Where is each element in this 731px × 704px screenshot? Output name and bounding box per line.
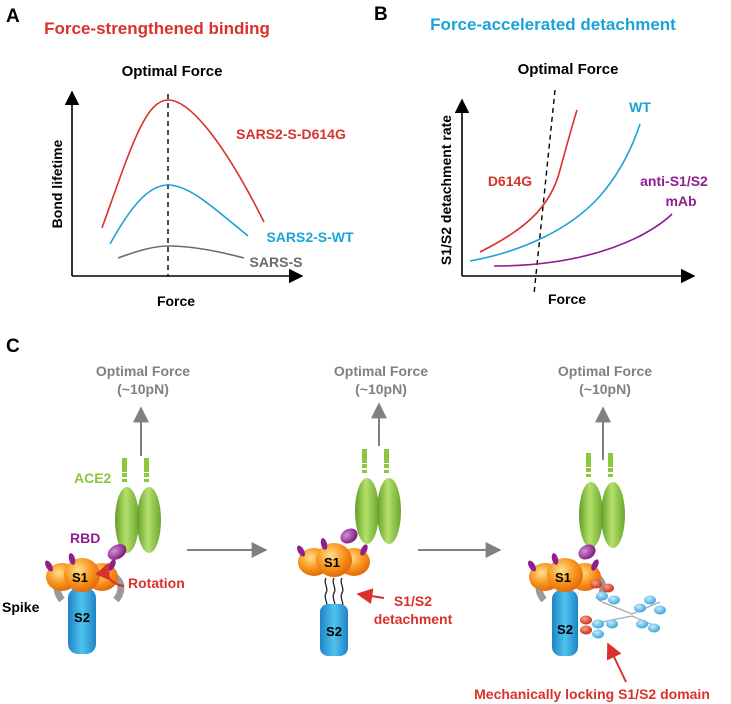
panel-b-title: Force-accelerated detachment bbox=[430, 15, 676, 34]
panel-c: C Optimal Force (~10pN) Optimal Force (~… bbox=[2, 336, 710, 702]
s2-label-2: S2 bbox=[326, 624, 342, 639]
series-curve-mab-b bbox=[493, 213, 673, 267]
panel-b-xlabel: Force bbox=[548, 291, 586, 307]
detachment-label-line1: S1/S2 bbox=[394, 593, 432, 609]
series-label-d614g-b: D614G bbox=[488, 173, 532, 189]
detachment-arrow bbox=[356, 588, 385, 605]
force-label-2-line2: (~10pN) bbox=[355, 381, 407, 397]
panel-b-optimal-force-line bbox=[533, 89, 556, 295]
spike-label: Spike bbox=[2, 599, 40, 615]
s2-stalk-1 bbox=[68, 588, 96, 654]
panel-a-letter: A bbox=[6, 6, 20, 27]
panel-a-xlabel: Force bbox=[157, 293, 195, 309]
s1-label-1: S1 bbox=[72, 570, 88, 585]
series-label-d614g-a: SARS2-S-D614G bbox=[236, 126, 346, 142]
rotation-label: Rotation bbox=[128, 575, 185, 591]
stage-2-complex: S1 S2 S1/S2 detachment bbox=[295, 449, 453, 656]
force-label-2-line1: Optimal Force bbox=[334, 363, 428, 379]
series-curve-sars-a bbox=[117, 245, 245, 259]
force-label-3-line1: Optimal Force bbox=[558, 363, 652, 379]
panel-c-letter: C bbox=[6, 336, 20, 357]
rbd-domain-3 bbox=[578, 544, 596, 560]
detachment-label-line2: detachment bbox=[374, 611, 453, 627]
s2-label-1: S2 bbox=[74, 610, 90, 625]
force-label-3-line2: (~10pN) bbox=[579, 381, 631, 397]
locking-arrow bbox=[606, 642, 627, 683]
series-label-wt-a: SARS2-S-WT bbox=[266, 229, 354, 245]
series-label-wt-b: WT bbox=[629, 99, 651, 115]
series-curve-d614g-b bbox=[479, 109, 578, 253]
series-label-mab-b-line2: mAb bbox=[665, 193, 696, 209]
rotation-arrow bbox=[95, 562, 125, 587]
stage-1-complex: ACE2 RBD S1 S2 Spike Rotation bbox=[2, 458, 185, 654]
s2-label-3: S2 bbox=[557, 622, 573, 637]
locking-antibody bbox=[580, 579, 666, 639]
panel-a-ylabel: Bond lifetime bbox=[49, 139, 65, 228]
force-label-1-line2: (~10pN) bbox=[117, 381, 169, 397]
s2-stalk-2 bbox=[320, 604, 348, 656]
rbd-domain-1 bbox=[107, 544, 127, 560]
panel-b-subtitle: Optimal Force bbox=[518, 61, 619, 78]
locking-label: Mechanically locking S1/S2 domain bbox=[474, 686, 710, 702]
panel-b-ylabel: S1/S2 detachment rate bbox=[438, 115, 454, 265]
s1-label-3: S1 bbox=[555, 570, 571, 585]
rbd-domain-2 bbox=[340, 528, 358, 544]
panel-a-subtitle: Optimal Force bbox=[122, 63, 223, 80]
panel-b-letter: B bbox=[374, 4, 388, 25]
panel-a: A Force-strengthened binding Optimal For… bbox=[6, 6, 354, 309]
series-label-sars-a: SARS-S bbox=[250, 254, 303, 270]
panel-a-title: Force-strengthened binding bbox=[44, 19, 270, 38]
s1-label-2: S1 bbox=[324, 555, 340, 570]
rbd-label: RBD bbox=[70, 530, 100, 546]
ace2-label: ACE2 bbox=[74, 470, 112, 486]
series-curve-wt-b bbox=[469, 123, 641, 262]
series-curve-d614g-a bbox=[101, 99, 265, 229]
stage-3-complex: S1 S2 bbox=[474, 453, 710, 702]
force-label-1-line1: Optimal Force bbox=[96, 363, 190, 379]
s2-stalk-3 bbox=[552, 590, 578, 656]
detached-linkers bbox=[324, 577, 344, 609]
series-curve-wt-a bbox=[109, 184, 249, 245]
panel-b: B Force-accelerated detachment Optimal F… bbox=[374, 4, 708, 307]
series-label-mab-b: anti-S1/S2 bbox=[640, 173, 708, 189]
